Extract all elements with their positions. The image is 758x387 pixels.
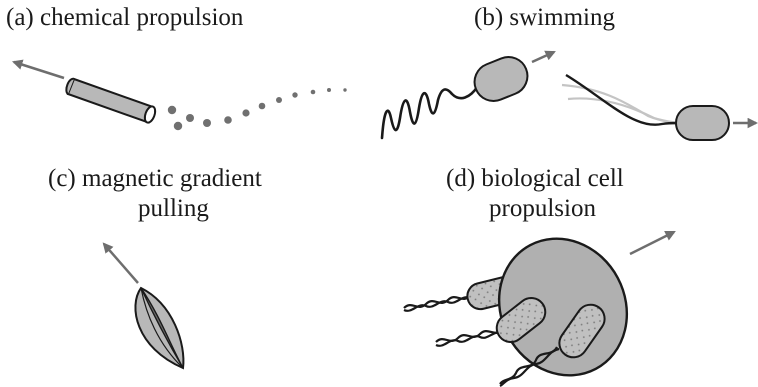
bubble-trail [168, 88, 347, 130]
panel-c-graphic [104, 244, 183, 368]
motion-arrow [630, 232, 674, 254]
helical-swimmer [382, 51, 533, 138]
motion-arrow [14, 62, 64, 78]
panel-b-graphic [382, 51, 756, 140]
biological-cell [475, 216, 650, 387]
magnetic-microrobot [135, 288, 183, 368]
tubular-microjet [66, 79, 157, 124]
panel-a-graphic [14, 62, 347, 130]
flagellated-swimmer [562, 75, 729, 140]
panel-d-graphic [404, 216, 674, 387]
flagellum [436, 330, 503, 342]
motion-arrow [532, 52, 554, 62]
motion-arrow [104, 244, 138, 283]
flagellum [404, 296, 470, 308]
flagellum [404, 297, 470, 311]
